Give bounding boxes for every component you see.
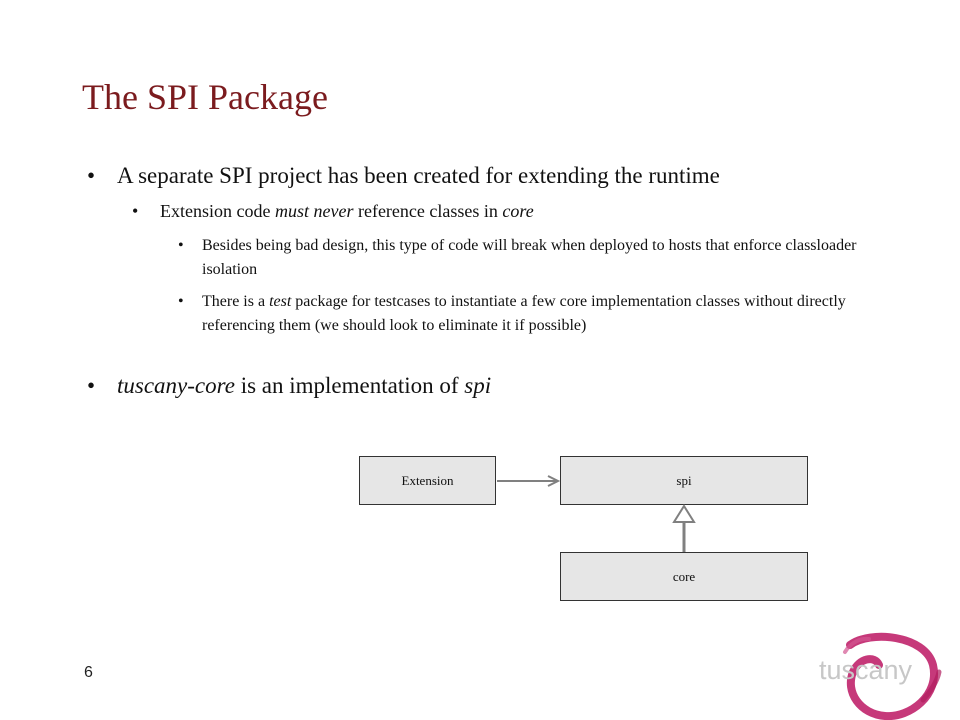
bullet-item-3: • Besides being bad design, this type of… bbox=[178, 234, 882, 282]
tuscany-logo-text: tuscany bbox=[819, 655, 913, 685]
bullet-item-5: • tuscany-core is an implementation of s… bbox=[87, 373, 492, 399]
bullet-item-1: • A separate SPI project has been create… bbox=[87, 163, 720, 189]
core-box: core bbox=[560, 552, 808, 601]
tuscany-logo-ring-icon bbox=[843, 632, 942, 720]
bullet-text-italic: core bbox=[502, 201, 534, 221]
extension-box-label: Extension bbox=[401, 472, 454, 488]
bullet-dot: • bbox=[178, 237, 184, 254]
bullet-text: Extension code bbox=[160, 201, 275, 221]
slide-title: The SPI Package bbox=[82, 77, 328, 117]
bullet-dot: • bbox=[178, 293, 184, 310]
bullet-text: There is a bbox=[202, 293, 270, 310]
extension-box: Extension bbox=[359, 456, 496, 505]
bullet-dot: • bbox=[132, 201, 139, 221]
bullet-text: reference classes in bbox=[353, 201, 503, 221]
bullet-text: Besides being bad design, this type of c… bbox=[202, 237, 857, 278]
bullet-dot: • bbox=[87, 163, 96, 188]
bullet-text: package for testcases to instantiate a f… bbox=[202, 293, 846, 334]
bullet-dot: • bbox=[87, 373, 96, 398]
bullet-text-italic: must never bbox=[274, 201, 354, 221]
spi-box-label: spi bbox=[676, 472, 692, 488]
bullet-text-italic: spi bbox=[464, 373, 492, 398]
bullet-text-italic: test bbox=[269, 293, 292, 310]
core-box-label: core bbox=[672, 568, 696, 584]
bullet-text: A separate SPI project has been created … bbox=[117, 163, 720, 188]
bullet-item-2: • Extension code must never reference cl… bbox=[132, 201, 534, 222]
bullet-text-italic: tuscany-core bbox=[117, 373, 235, 398]
bullet-item-4: • There is a test package for testcases … bbox=[178, 290, 882, 338]
inheritance-arrow bbox=[672, 504, 696, 552]
dependency-arrow bbox=[497, 475, 561, 487]
page-number: 6 bbox=[84, 664, 93, 681]
spi-box: spi bbox=[560, 456, 808, 505]
bullet-text: is an implementation of bbox=[234, 373, 465, 398]
